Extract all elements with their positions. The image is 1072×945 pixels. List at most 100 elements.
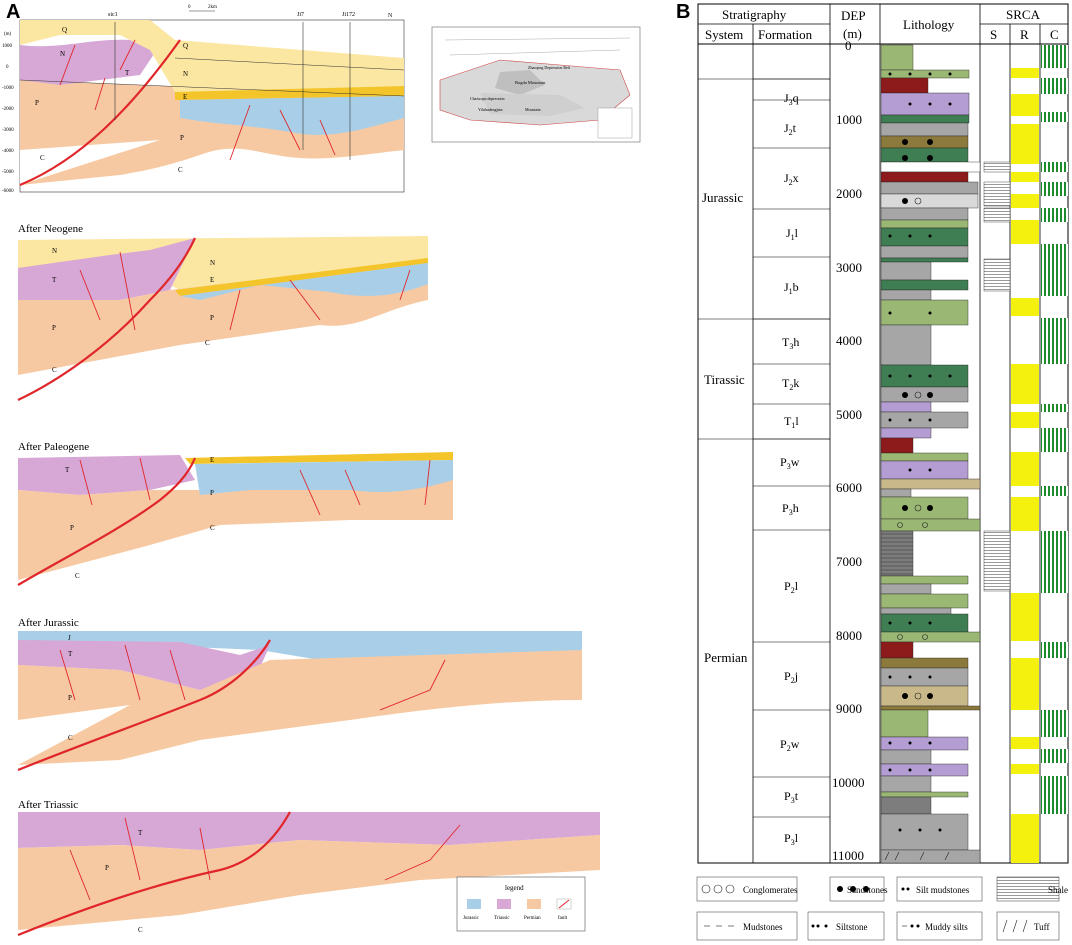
svg-text:P: P [105,864,109,872]
header-system: System [705,27,743,42]
layer-label: Q [183,42,188,50]
map-label: Bogda Mountain [515,80,546,85]
well-label: sic1 [108,12,118,18]
panel-a-label: A [6,1,20,23]
scale-tick: 0 [188,5,191,10]
svg-text:-6000: -6000 [2,189,14,194]
svg-text:C: C [52,366,57,374]
legend-item: fault [558,916,568,921]
system-label: Permian [704,650,748,665]
header-s: S [990,27,997,42]
formation-label: P2l [784,579,799,595]
section-legend: legend Jurassic Triassic Permian fault [456,876,586,932]
section-after-paleogene: After Paleogene T P C E P C [17,441,453,586]
location-map: Zhaoqing Depression Belt Bogda Mountain … [431,26,641,143]
map-label: Chaiwopu depression [470,96,505,101]
stage-title: After Neogene [18,223,83,235]
formation-label: P2j [784,669,798,685]
svg-text:4000: 4000 [836,333,862,348]
stage-title: After Jurassic [18,617,79,629]
svg-text:1000: 1000 [2,44,13,49]
layer-label: E [183,93,187,101]
scale-tick: 2km [208,5,217,10]
formation-label: P3w [780,455,800,471]
well-label: Ji7 [297,12,304,18]
svg-text:6000: 6000 [836,480,862,495]
legend-sandstones: Sandstones [847,885,888,895]
map-label: Yilahudengjian [478,107,502,112]
legend-conglomerates: Conglomerates [743,885,798,895]
svg-text:E: E [210,456,214,464]
map-label: Mountain [525,107,541,112]
srca-r-column [1011,68,1039,863]
panel-b-label: B [676,1,690,23]
svg-text:P: P [210,314,214,322]
header-srca: SRCA [1006,7,1041,22]
svg-text:P: P [70,524,74,532]
formation-label: P3l [784,831,799,847]
svg-text:5000: 5000 [836,407,862,422]
section-after-jurassic: After Jurassic J T P C [17,617,582,772]
panel-b: B Stratigraphy System Formation DEP (m) … [676,1,1069,941]
formation-label: J3q [784,91,799,107]
svg-text:1000: 1000 [836,112,862,127]
depth-axis: 0 1000 2000 3000 4000 5000 6000 7000 800… [832,38,865,863]
svg-text:8000: 8000 [836,628,862,643]
svg-text:7000: 7000 [836,554,862,569]
section-after-neogene: After Neogene N T P C N E P C [17,223,428,401]
formation-label: P3h [782,501,799,517]
well-label: Ji172 [342,12,355,18]
header-formation: Formation [758,27,813,42]
formation-label: T3h [782,335,799,351]
lithology-legend: Conglomerates Sandstones Silt mudstones … [696,876,1068,941]
svg-text:9000: 9000 [836,701,862,716]
formation-label: T1l [784,414,799,430]
header-c: C [1050,27,1059,42]
north-arrow: N [388,13,393,19]
formation-label: J1b [784,280,799,296]
header-dep: DEP [841,8,866,23]
legend-item: Triassic [494,916,510,921]
layer-label: C [178,166,183,174]
formation-label: J2t [784,121,797,137]
legend-item: Permian [524,916,541,921]
formation-label: P2w [780,737,800,753]
svg-text:P: P [52,324,56,332]
legend-mudstones: Mudstones [743,922,783,932]
layer-label: C [40,154,45,162]
svg-text:-2000: -2000 [2,107,14,112]
formation-label: J2x [784,171,799,187]
srca-c-column [1041,45,1068,814]
legend-silt-mudstones: Silt mudstones [916,885,970,895]
svg-text:P: P [210,489,214,497]
svg-text:-1000: -1000 [2,86,14,91]
formation-label: J1l [786,226,799,242]
svg-text:J: J [68,634,71,642]
svg-text:C: C [68,734,73,742]
map-label: Zhaoqing Depression Belt [528,65,571,70]
header-lithology: Lithology [903,17,955,32]
lithology-column [880,44,981,864]
svg-text:11000: 11000 [832,848,864,863]
panel-a: A [2,1,641,937]
svg-text:-5000: -5000 [2,170,14,175]
legend-muddy-silts: Muddy silts [925,922,968,932]
svg-text:T: T [68,650,73,658]
header-stratigraphy: Stratigraphy [722,7,787,22]
layer-label: P [180,134,184,142]
svg-text:3000: 3000 [836,260,862,275]
section-present: sic1 Ji7 Ji172 0 2km N (m) 1000 0 -1000 … [2,5,405,194]
formation-column: J3q J2t J2x J1l J1b T3h T2k T1l P3w P3h … [753,78,830,847]
legend-title: legend [505,884,524,892]
layer-label: P [35,99,39,107]
svg-text:-3000: -3000 [2,128,14,133]
svg-text:10000: 10000 [832,775,865,790]
legend-tuff: Tuff [1034,922,1050,932]
svg-text:C: C [75,572,80,580]
section-after-triassic: After Triassic T P C legend [17,799,600,937]
header-dep-unit: (m) [843,26,862,41]
header-r: R [1020,27,1029,42]
yaxis-ticks: 1000 0 -1000 -2000 -3000 -4000 -5000 -60… [2,44,14,194]
formation-label: T2k [782,376,799,392]
